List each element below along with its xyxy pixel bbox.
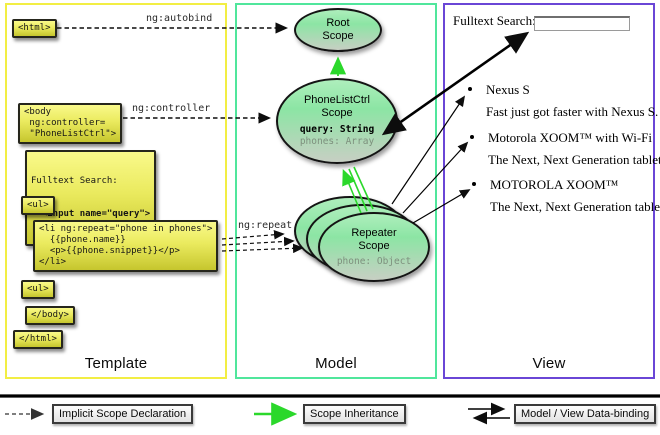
bullet-icon [468, 87, 472, 91]
phone-property: phone: Object [336, 255, 412, 267]
view-item-snippet: The Next, Next Generation tablet. [490, 199, 660, 214]
view-search-label: Fulltext Search: [453, 13, 536, 28]
view-item-snippet: The Next, Next Generation tablet. [488, 152, 660, 167]
view-item-title: Nexus S [486, 82, 530, 97]
query-property: query: String [299, 124, 375, 135]
phonelistctrl-scope-title: PhoneListCtrl Scope [303, 94, 371, 119]
view-item-title: Motorola XOOM™ with Wi-Fi [488, 130, 653, 145]
ul-open-tag-box: <ul> [21, 196, 55, 215]
model-panel-label: Model [315, 355, 357, 372]
model-panel: Model [235, 3, 437, 379]
legend-implicit-scope-box: Implicit Scope Declaration [52, 404, 194, 424]
bullet-icon [472, 182, 476, 186]
view-panel-label: View [532, 355, 566, 372]
ul-close-tag-box: <ul> [21, 280, 55, 299]
view-item-title: MOTOROLA XOOM™ [490, 177, 619, 192]
body-close-tag-box: </body> [25, 306, 75, 325]
view-search-input[interactable] [534, 16, 630, 31]
legend-databinding-box: Model / View Data-binding [514, 404, 657, 424]
body-open-tag-box: <body ng:controller= "PhoneListCtrl"> [18, 103, 123, 144]
phonelistctrl-scope-ellipse: PhoneListCtrl Scope query: String phones… [276, 78, 398, 164]
repeater-scope-front-ellipse: Repeater Scope phone: Object [318, 212, 430, 282]
legend-scope-inheritance-box: Scope Inheritance [303, 404, 406, 424]
fulltext-code-line2: <input name="query"> [31, 209, 151, 219]
phones-property: phones: Array [299, 136, 375, 147]
li-repeat-code-box: <li ng:repeat="phone in phones"> {{phone… [33, 220, 219, 272]
fulltext-code-line1: Fulltext Search: [31, 176, 118, 186]
bullet-icon [470, 135, 474, 139]
html-open-tag-box: <html> [12, 19, 57, 38]
ng-repeat-label: ng:repeat [238, 220, 293, 231]
root-scope-ellipse: Root Scope [294, 8, 382, 52]
ng-autobind-label: ng:autobind [146, 13, 213, 24]
template-panel-label: Template [84, 355, 148, 372]
view-item-snippet: Fast just got faster with Nexus S. [486, 104, 659, 119]
root-scope-title: Root Scope [322, 17, 354, 42]
html-close-tag-box: </html> [13, 330, 63, 349]
repeater-scope-title: Repeater Scope [351, 226, 397, 252]
ng-controller-label: ng:controller [132, 103, 211, 114]
